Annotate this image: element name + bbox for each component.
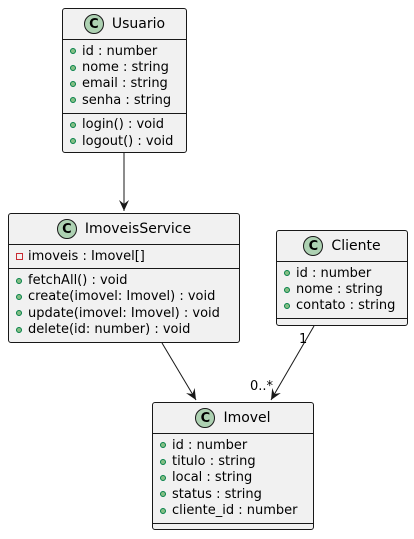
class-name: Imovel [223,410,271,426]
attribute-id: id : number [63,43,186,59]
method-update: update(imovel: Imovel) : void [9,305,239,321]
method-text: update(imovel: Imovel) : void [28,305,220,321]
class-stereotype-icon: C [303,236,324,256]
public-visibility-icon [70,138,82,145]
class-header: C Imovel [153,403,313,434]
attribute-text: senha : string [82,92,172,108]
attribute-id: id : number [277,265,407,281]
public-visibility-icon [70,48,82,55]
attribute-imoveis: imoveis : Imovel[] [9,248,239,264]
method-text: fetchAll() : void [28,273,128,289]
public-visibility-icon [70,80,82,87]
attribute-text: local : string [172,470,253,486]
public-visibility-icon [160,507,172,514]
class-stereotype-icon: C [56,219,77,239]
method-logout: logout() : void [63,133,186,149]
attribute-text: id : number [172,437,248,453]
attribute-text: contato : string [296,298,396,314]
public-visibility-icon [284,302,296,309]
attribute-text: titulo : string [172,454,256,470]
public-visibility-icon [160,474,172,481]
class-name: ImoveisService [84,221,192,237]
multiplicity-cliente-side: 1 [299,332,308,347]
class-stereotype-icon: C [195,408,216,428]
attribute-senha: senha : string [63,92,186,108]
attribute-text: email : string [82,76,168,92]
method-text: logout() : void [82,133,174,149]
class-imoveisservice[interactable]: C ImoveisService imoveis : Imovel[] fetchAl… [8,213,240,343]
attribute-cliente-id: cliente_id : number [153,503,313,519]
attribute-nome: nome : string [277,281,407,297]
attribute-status: status : string [153,486,313,502]
class-stereotype-icon: C [83,14,104,34]
method-delete: delete(id: number) : void [9,322,239,338]
public-visibility-icon [70,121,82,128]
attribute-titulo: titulo : string [153,453,313,469]
class-name: Usuario [111,16,166,32]
attribute-id: id : number [153,437,313,453]
class-header: C ImoveisService [9,214,239,245]
class-header: C Cliente [277,231,407,262]
methods-section [153,522,313,539]
attribute-nome: nome : string [63,59,186,75]
private-visibility-icon [16,252,28,260]
edge-imoveisservice-imovel [161,342,197,401]
class-header: C Usuario [63,9,186,40]
method-text: delete(id: number) : void [28,322,191,338]
multiplicity-imovel-side: 0..* [250,379,274,394]
public-visibility-icon [16,293,28,300]
attribute-text: nome : string [296,282,383,298]
public-visibility-icon [284,270,296,277]
public-visibility-icon [160,491,172,498]
method-text: create(imovel: Imovel) : void [28,289,216,305]
attribute-text: id : number [296,265,372,281]
attribute-text: status : string [172,486,262,502]
attributes-section: imoveis : Imovel[] [9,245,239,268]
public-visibility-icon [70,97,82,104]
edge-cliente-imovel [270,325,315,401]
method-login: login() : void [63,117,186,133]
attribute-contato: contato : string [277,298,407,314]
class-name: Cliente [331,238,381,254]
attribute-text: nome : string [82,60,169,76]
method-text: login() : void [82,117,164,133]
attribute-text: cliente_id : number [172,503,298,519]
public-visibility-icon [70,64,82,71]
public-visibility-icon [16,277,28,284]
methods-section [277,318,407,334]
public-visibility-icon [16,310,28,317]
public-visibility-icon [160,458,172,465]
attribute-email: email : string [63,76,186,92]
attribute-local: local : string [153,470,313,486]
attribute-text: id : number [82,43,158,59]
public-visibility-icon [160,442,172,449]
method-create: create(imovel: Imovel) : void [9,289,239,305]
attribute-text: imoveis : Imovel[] [28,248,145,264]
public-visibility-icon [284,286,296,293]
public-visibility-icon [16,326,28,333]
method-fetchall: fetchAll() : void [9,272,239,288]
